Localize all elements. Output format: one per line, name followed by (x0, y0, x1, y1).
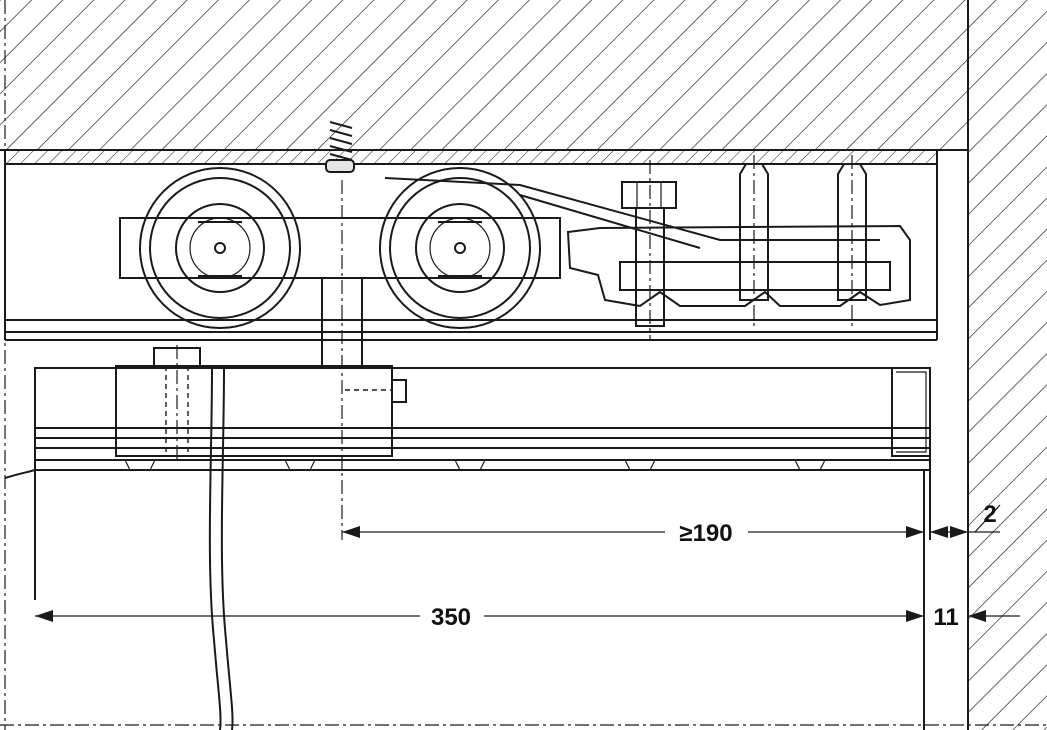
end-stop (891, 367, 931, 457)
bracket-pin-left (739, 155, 769, 330)
bracket-bolt (621, 160, 677, 340)
damper-arm (384, 177, 880, 249)
roller-left (139, 167, 301, 329)
track-profile (4, 149, 938, 341)
ceiling-screw (325, 121, 355, 173)
carriage-plate (119, 217, 561, 279)
bracket-pin-right (837, 155, 867, 330)
dimension-min-distance: ≥190 (342, 520, 924, 547)
dimension-label-side-clearance: 11 (933, 604, 958, 631)
door-clamp (115, 345, 407, 462)
dimension-total-width: 350 (35, 604, 924, 631)
roller-right (379, 167, 541, 329)
damper-bracket (566, 224, 911, 308)
door-edges (4, 460, 931, 730)
dimension-wall-gap: 2 (930, 501, 1001, 538)
wall-section (967, 0, 1047, 730)
ceiling-section (0, 0, 969, 151)
carriage-axis (321, 180, 363, 540)
dimension-label-total-width: 350 (431, 604, 471, 631)
door-profile (34, 367, 931, 471)
dimension-label-wall-gap: 2 (983, 501, 996, 528)
cable (208, 367, 234, 730)
dimension-label-min-distance: ≥190 (679, 520, 732, 547)
dimension-side-clearance: 11 (933, 604, 1020, 631)
